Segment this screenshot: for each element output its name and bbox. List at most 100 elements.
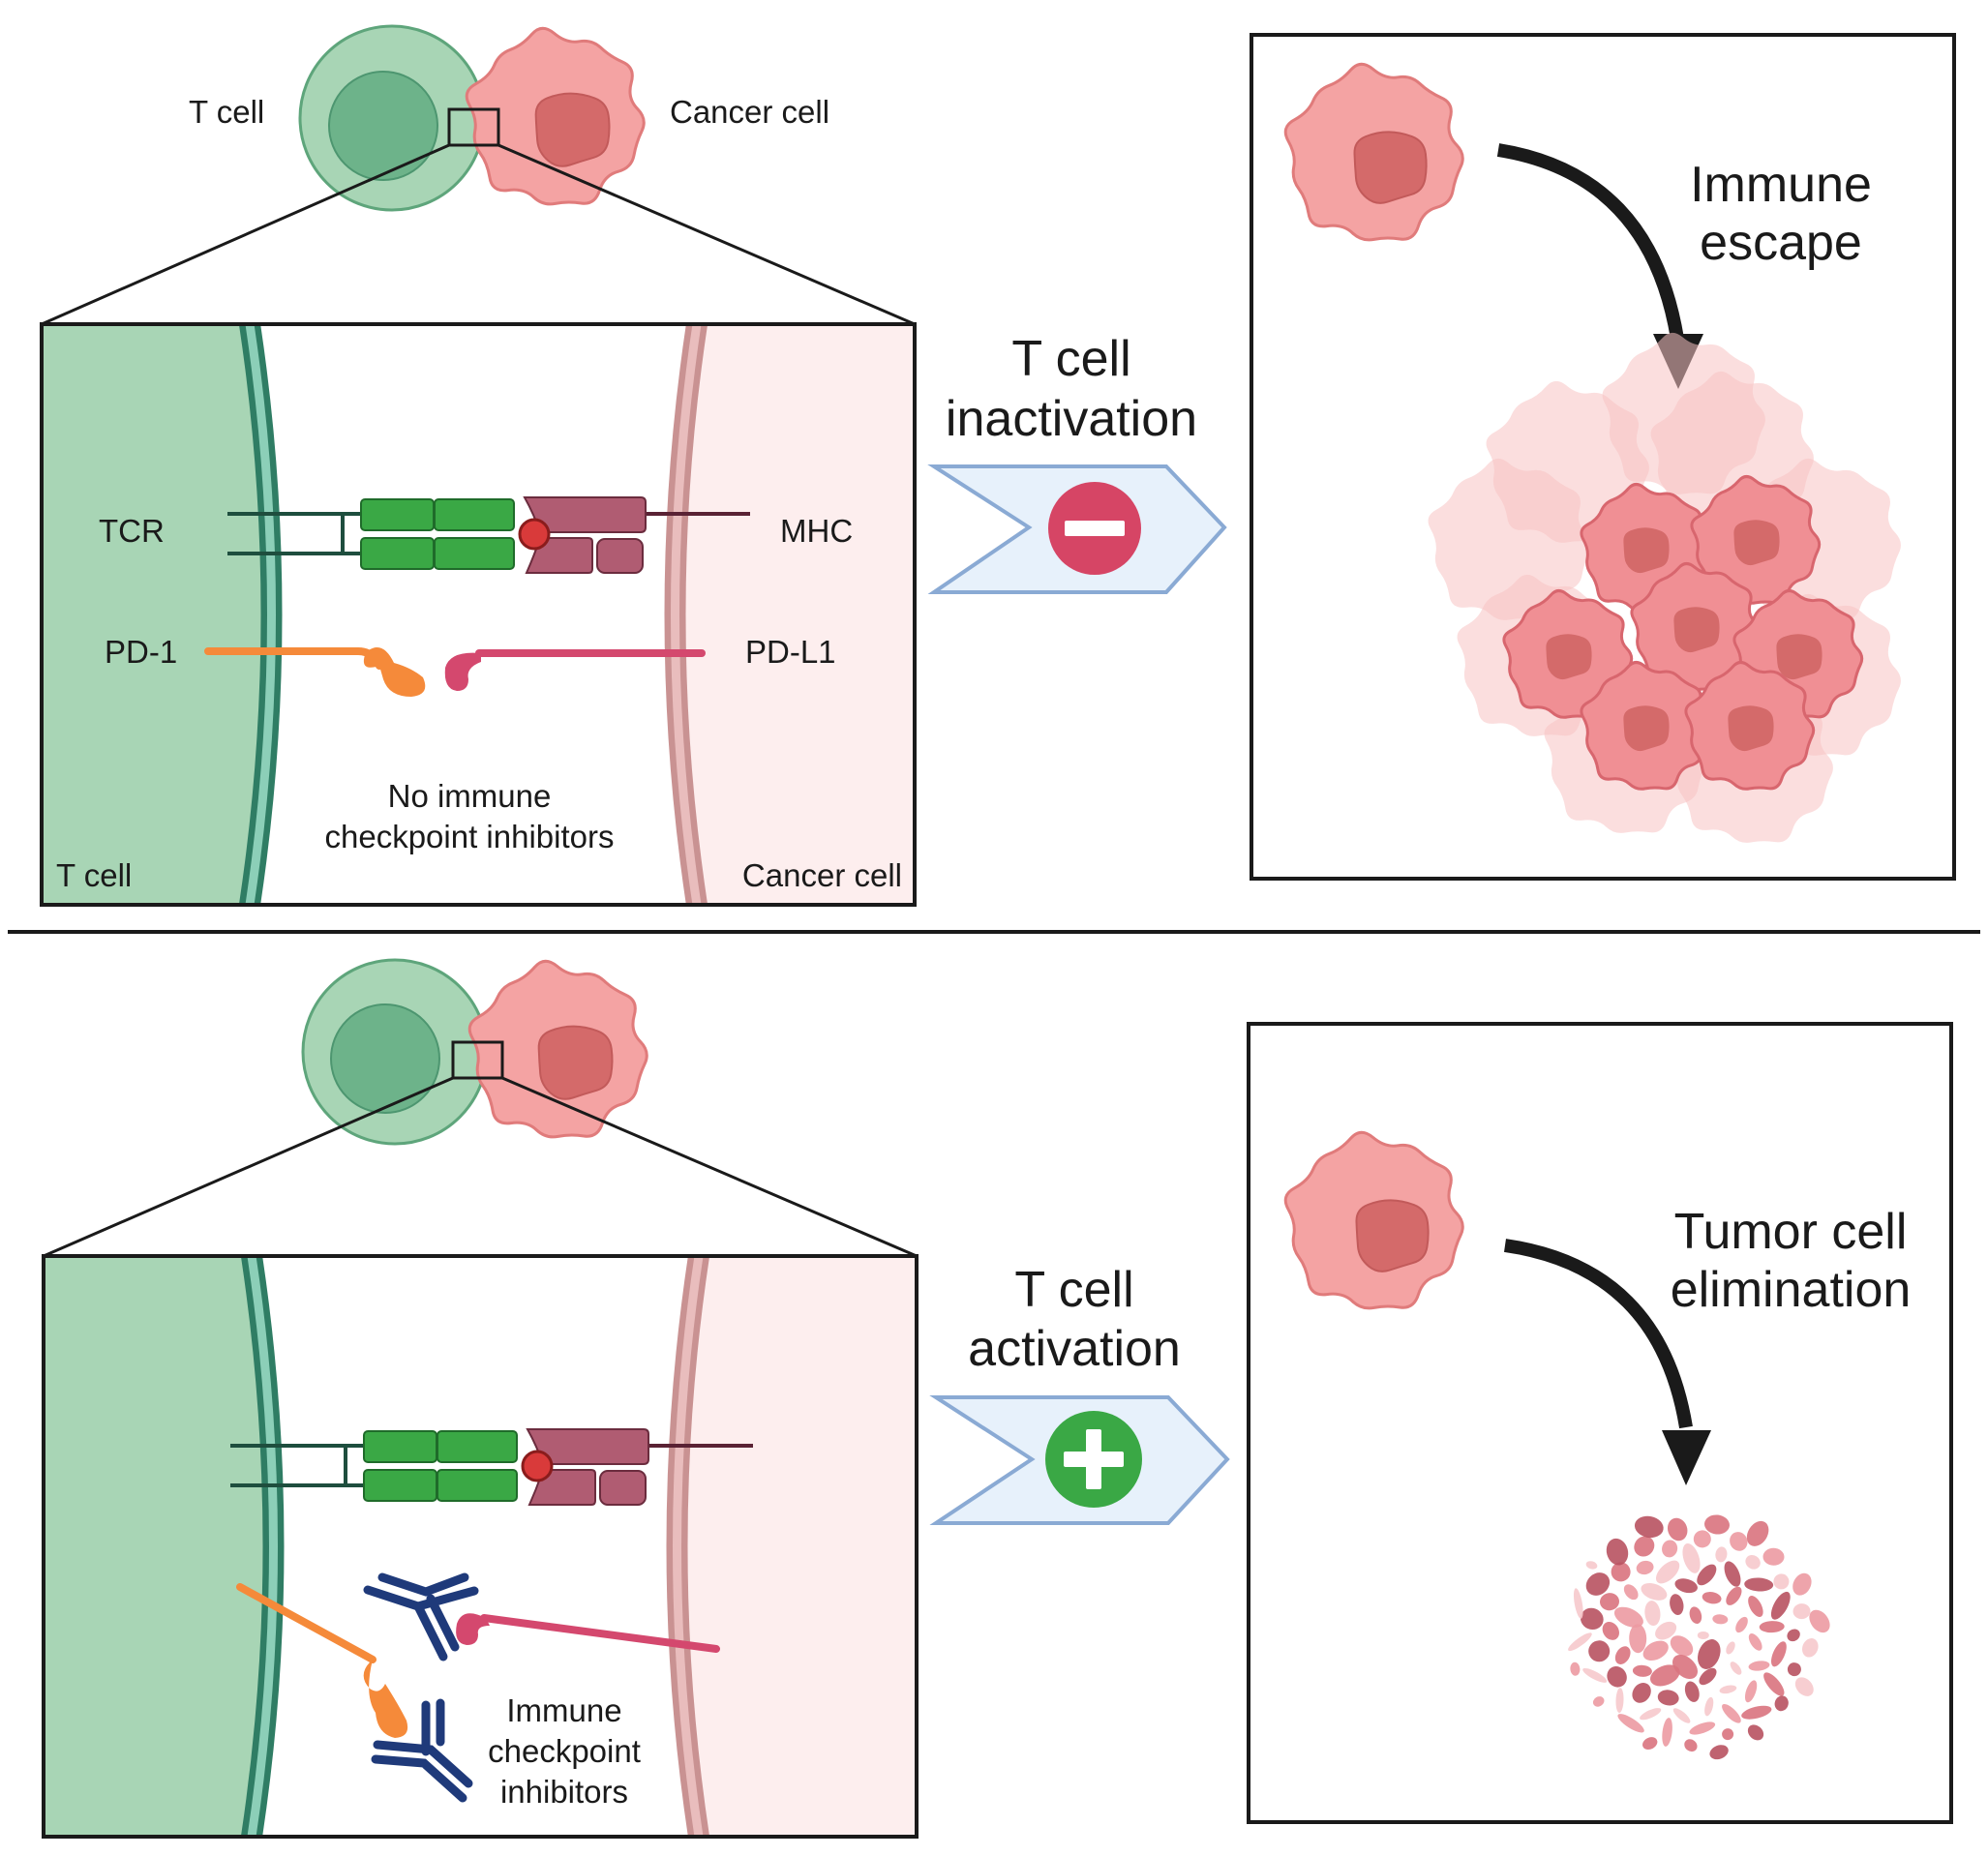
debris-fragment xyxy=(1634,1515,1664,1539)
inactivation-arrow: T cell inactivation xyxy=(927,331,1227,594)
inhibitors-line1: Immune xyxy=(506,1692,621,1728)
debris-fragment xyxy=(1748,1633,1762,1651)
debris-fragment xyxy=(1672,1708,1691,1723)
debris-fragment xyxy=(1582,1667,1608,1683)
panel-with-inhibitors: Immune checkpoint inhibitors T cell acti… xyxy=(42,958,1953,1839)
debris-fragment xyxy=(1704,1696,1714,1717)
debris-fragment xyxy=(1770,1641,1787,1667)
tcr-alpha-c xyxy=(360,498,435,531)
cancer-cell-nucleus xyxy=(537,1025,614,1100)
debris-fragment xyxy=(1684,1739,1698,1752)
pdl1-ligand-blocked xyxy=(456,1613,720,1653)
debris-fragment xyxy=(1741,1705,1772,1720)
cancer-cytoplasm xyxy=(682,324,915,905)
plus-icon xyxy=(1045,1411,1142,1508)
debris-fragment xyxy=(1642,1737,1658,1751)
zoom-box xyxy=(451,1040,504,1080)
debris-fragment xyxy=(1617,1714,1644,1733)
no-inhibitors-line1: No immune xyxy=(388,778,552,814)
inhibitors-line3: inhibitors xyxy=(500,1774,628,1810)
dead-cell-debris xyxy=(1568,1514,1830,1760)
debris-fragment xyxy=(1636,1560,1654,1575)
debris-fragment xyxy=(1730,1532,1748,1551)
inhibitors-line2: checkpoint xyxy=(488,1733,641,1769)
tumor-elimination-line2: elimination xyxy=(1671,1262,1912,1318)
tcr-beta-v xyxy=(434,537,515,570)
no-inhibitors-line2: checkpoint inhibitors xyxy=(325,819,615,854)
debris-fragment xyxy=(1712,1614,1729,1625)
zoom-line-right xyxy=(497,143,916,326)
tcr-beta-c xyxy=(360,537,435,570)
debris-fragment xyxy=(1735,1616,1748,1633)
debris-fragment xyxy=(1600,1593,1619,1611)
debris-fragment xyxy=(1746,1520,1769,1546)
synapse-zoom-top: TCR MHC PD-1 PD-L1 No immune checkpoint … xyxy=(40,322,917,907)
debris-fragment xyxy=(1606,1538,1629,1566)
debris-fragment xyxy=(1684,1681,1700,1702)
immune-escape-box: Immune escape xyxy=(1250,33,1956,881)
debris-fragment xyxy=(1662,1540,1678,1558)
debris-fragment xyxy=(1745,1554,1761,1570)
debris-fragment xyxy=(1722,1728,1734,1741)
beta2m xyxy=(596,538,644,574)
mhc-alpha-top xyxy=(523,496,647,533)
debris-fragment xyxy=(1632,1683,1651,1703)
debris-fragment xyxy=(1747,1724,1764,1741)
tcr-mhc-complex xyxy=(227,496,750,574)
antibody-bottom xyxy=(371,1698,473,1803)
debris-fragment xyxy=(1689,1606,1702,1625)
debris-fragment xyxy=(1773,1573,1790,1590)
debris-fragment xyxy=(1670,1635,1694,1657)
activation-label-line1: T cell xyxy=(1014,1262,1133,1318)
debris-fragment xyxy=(1693,1530,1711,1548)
pd1-receptor-blocked xyxy=(236,1583,408,1738)
debris-fragment xyxy=(1726,1586,1742,1605)
debris-fragment xyxy=(1655,1621,1677,1640)
zoom-box xyxy=(447,107,500,147)
debris-fragment xyxy=(1724,1561,1741,1587)
debris-fragment xyxy=(1770,1591,1791,1620)
debris-fragment xyxy=(1614,1646,1631,1664)
debris-fragment xyxy=(1809,1609,1830,1633)
pd1-label: PD-1 xyxy=(105,634,177,670)
debris-fragment xyxy=(1573,1588,1583,1619)
debris-fragment xyxy=(1623,1584,1639,1601)
debris-fragment xyxy=(1748,1661,1770,1671)
debris-fragment xyxy=(1689,1721,1716,1735)
debris-fragment xyxy=(1592,1696,1605,1707)
debris-fragment xyxy=(1726,1641,1735,1655)
debris-fragment xyxy=(1709,1745,1729,1760)
debris-fragment xyxy=(1588,1640,1611,1662)
debris-fragment xyxy=(1568,1632,1592,1652)
debris-fragment xyxy=(1662,1718,1672,1747)
tumor-cell-nucleus xyxy=(1776,634,1822,680)
debris-fragment xyxy=(1649,1664,1680,1687)
antigen-peptide xyxy=(518,518,551,551)
debris-fragment xyxy=(1787,1662,1801,1677)
cancer-cytoplasm xyxy=(684,1256,917,1837)
pd1-receptor xyxy=(204,646,426,697)
inner-cancer-label: Cancer cell xyxy=(742,857,902,893)
debris-fragment xyxy=(1613,1606,1643,1628)
tumor-elimination-line1: Tumor cell xyxy=(1674,1204,1908,1260)
debris-fragment xyxy=(1611,1562,1631,1582)
tcr-alpha-v xyxy=(434,498,515,531)
antibody-top xyxy=(363,1572,479,1661)
tcell-label: T cell xyxy=(189,94,264,130)
t-cell-nucleus xyxy=(328,71,438,181)
debris-fragment xyxy=(1715,1546,1728,1563)
cancer-cell-label: Cancer cell xyxy=(670,94,829,130)
debris-fragment xyxy=(1730,1661,1742,1675)
tumor-cell-nucleus xyxy=(1673,607,1720,653)
debris-fragment xyxy=(1697,1564,1717,1586)
debris-fragment xyxy=(1774,1695,1789,1712)
mhc-label: MHC xyxy=(780,513,853,549)
escape-arrow xyxy=(1496,143,1684,341)
immune-escape-line2: escape xyxy=(1700,215,1862,271)
cancer-cell-single-nucleus xyxy=(1355,1199,1430,1272)
debris-fragment xyxy=(1632,1664,1652,1677)
debris-fragment xyxy=(1655,1560,1680,1584)
pdl1-ligand xyxy=(444,649,706,691)
debris-fragment xyxy=(1607,1666,1627,1688)
zoom-line-right xyxy=(501,1076,918,1258)
